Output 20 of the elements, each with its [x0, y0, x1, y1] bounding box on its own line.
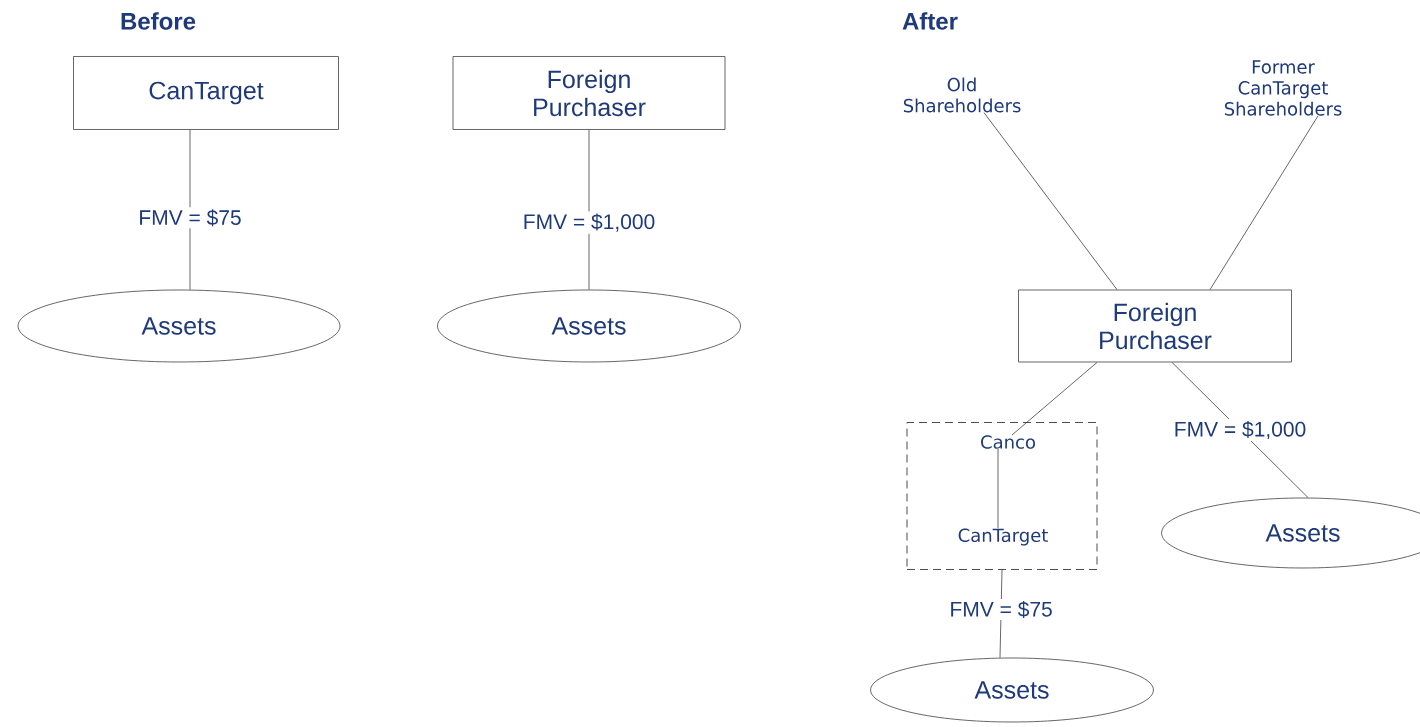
entity-label: CanTarget — [958, 528, 1048, 546]
entity-box: Foreign Purchaser — [1018, 289, 1292, 363]
connector-line — [983, 112, 1118, 290]
entity-box: CanTarget — [73, 56, 339, 130]
entity-label: Former CanTarget Shareholders — [1224, 60, 1342, 116]
connector-line — [1209, 115, 1319, 290]
entity-box: Foreign Purchaser — [452, 56, 726, 130]
edge-label: FMV = $1,000 — [520, 211, 658, 234]
section-title: After — [902, 12, 958, 30]
entity-label: Old Shareholders — [903, 77, 1021, 113]
connector-line — [1011, 362, 1098, 436]
entity-label: Canco — [981, 435, 1035, 449]
edge-label: FMV = $75 — [136, 207, 244, 229]
edge-label: FMV = $75 — [947, 598, 1055, 620]
dashed-box — [906, 422, 1098, 570]
connector-line — [189, 129, 191, 290]
section-title: Before — [121, 12, 196, 30]
connector-line — [588, 129, 590, 290]
connector-line — [997, 448, 999, 529]
edge-label: FMV = $1,000 — [1171, 418, 1309, 442]
